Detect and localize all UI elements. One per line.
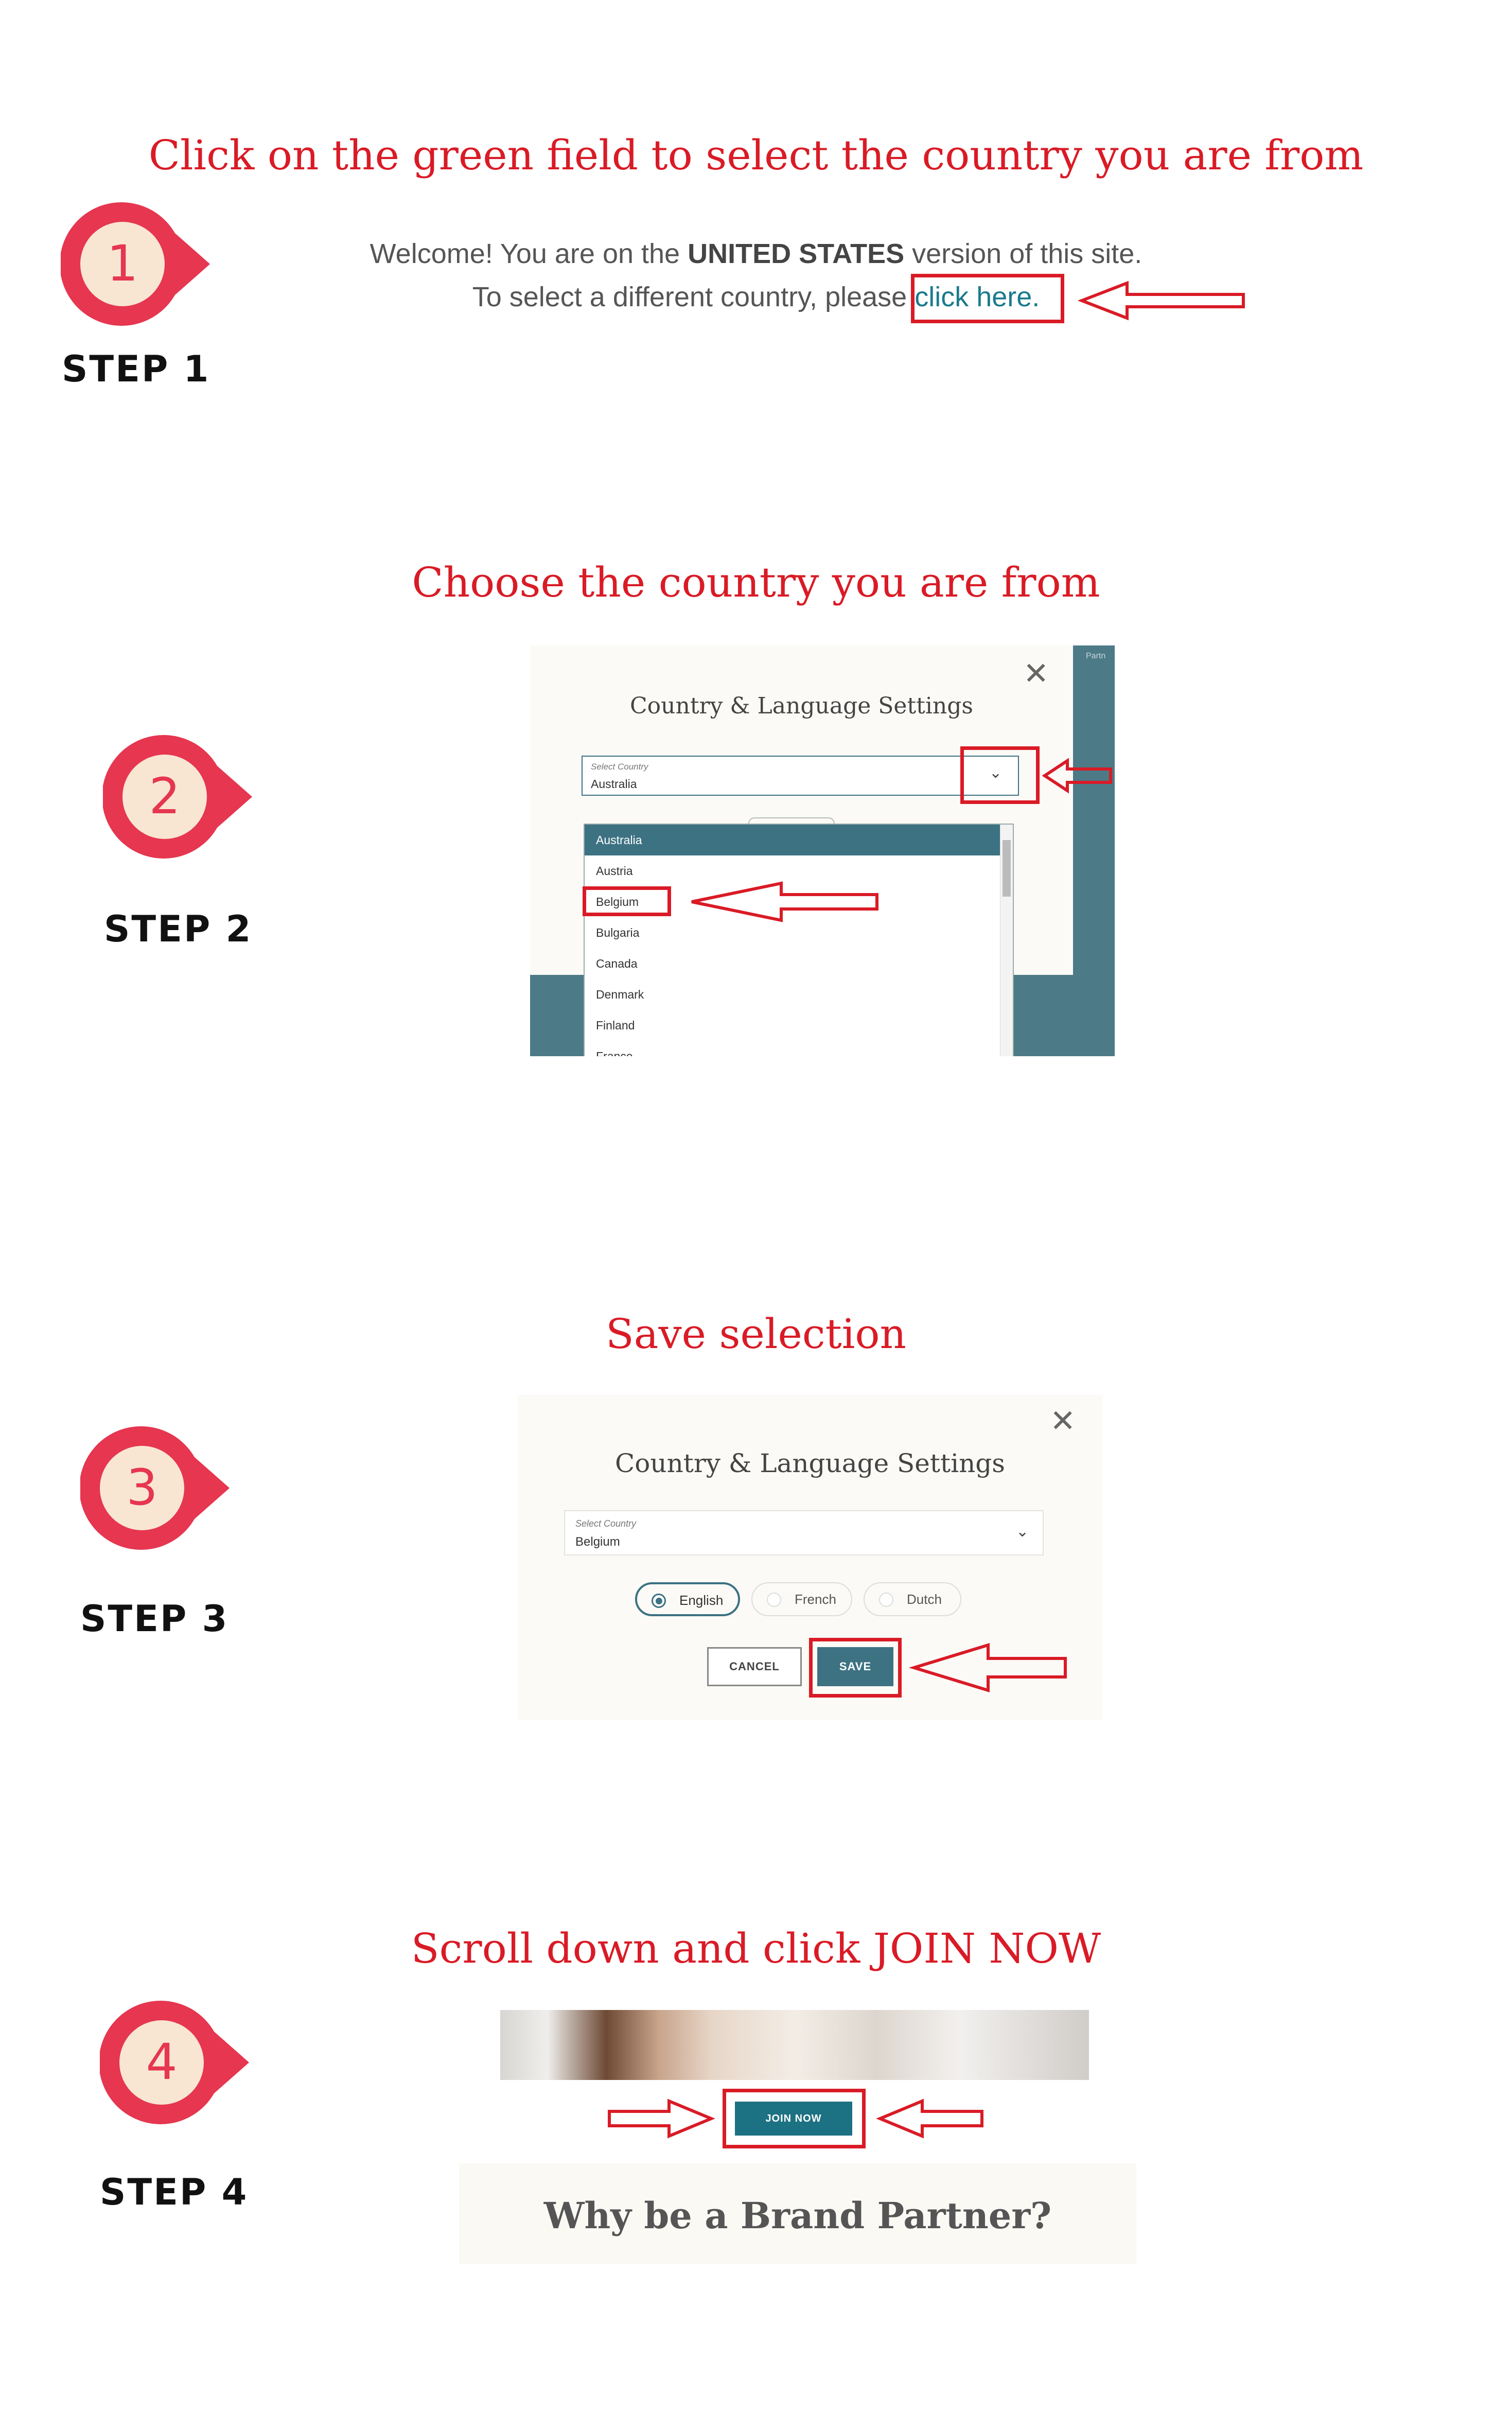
step-4-instruction: Scroll down and click JOIN NOW [411,1925,1101,1972]
dropdown-option[interactable]: Canada [596,957,638,970]
save-button[interactable]: SAVE [817,1647,893,1686]
step-3-instruction: Save selection [605,1310,907,1358]
section-title: Why be a Brand Partner? [543,2194,1052,2237]
dropdown-option[interactable]: Finland [596,1019,635,1032]
language-option-dutch[interactable]: Dutch [864,1582,961,1616]
country-select[interactable]: Select Country Australia ⌄ [582,756,1019,796]
language-option-english[interactable]: English [635,1582,740,1616]
close-icon[interactable]: ✕ [1023,656,1049,692]
partial-button [748,817,835,829]
dropdown-option[interactable]: Australia [585,825,1001,855]
step-3-number: 3 [126,1459,157,1516]
arrow-right-icon [608,2099,715,2139]
step-1-badge: 1 [61,202,210,326]
current-country: UNITED STATES [688,238,905,269]
step-2-number: 2 [149,767,180,825]
link-highlight-box [911,274,1064,323]
close-icon[interactable]: ✕ [1050,1403,1076,1439]
cancel-button[interactable]: CANCEL [707,1647,802,1686]
step-2-badge: 2 [103,735,252,859]
welcome-line-1: Welcome! You are on the UNITED STATES ve… [370,238,1142,269]
step-1-number: 1 [107,235,138,292]
welcome-line-2: To select a different country, please cl… [472,282,1040,312]
chevron-down-icon[interactable]: ⌄ [989,764,1003,781]
country-settings-modal-saved: ✕ Country & Language Settings Select Cou… [518,1395,1102,1720]
step-3-badge: 3 [80,1426,230,1550]
step-1-instruction: Click on the green field to select the c… [148,131,1364,179]
country-select-value: Belgium [575,1535,620,1549]
modal-title: Country & Language Settings [630,693,973,719]
chevron-highlight-box [960,746,1040,804]
step-1-label: STEP 1 [62,348,210,390]
dropdown-option-belgium[interactable]: Belgium [596,895,639,908]
dropdown-option[interactable]: Denmark [596,988,644,1001]
join-now-highlight-box [723,2089,866,2148]
language-option-french[interactable]: French [751,1582,852,1616]
dropdown-option[interactable]: Bulgaria [596,926,640,939]
dropdown-option[interactable]: France [596,1050,633,1056]
background-corner-text: Partn [1086,652,1106,660]
country-settings-modal: Partn ✕ Country & Language Settings Sele… [530,645,1115,1056]
step-4-badge: 4 [100,2000,249,2124]
dropdown-scrollbar[interactable] [1000,825,1013,1056]
arrow-left-icon [1042,758,1112,794]
country-dropdown: Australia Austria Belgium Bulgaria Canad… [584,824,1014,1056]
step-3-label: STEP 3 [80,1598,229,1640]
arrow-left-icon [1077,281,1245,321]
save-highlight-box [809,1638,902,1698]
step-2-label: STEP 2 [104,908,253,950]
chevron-down-icon[interactable]: ⌄ [1016,1523,1029,1540]
step-4-number: 4 [146,2033,177,2091]
dropdown-option[interactable]: Austria [596,864,633,878]
arrow-left-icon [691,881,878,922]
country-select[interactable]: Select Country Belgium ⌄ [564,1510,1044,1555]
click-here-link[interactable]: click here. [915,282,1040,312]
arrow-left-icon [908,1642,1067,1693]
country-select-value: Australia [591,777,637,791]
brand-partner-section: Why be a Brand Partner? [459,2163,1136,2264]
arrow-left-icon [876,2099,983,2139]
step-2-instruction: Choose the country you are from [412,558,1100,606]
hero-photo [500,2010,1089,2080]
step-4-label: STEP 4 [100,2171,249,2213]
belgium-highlight-box [583,886,671,916]
join-now-button[interactable]: JOIN NOW [735,2102,852,2136]
modal-title: Country & Language Settings [615,1448,1005,1478]
